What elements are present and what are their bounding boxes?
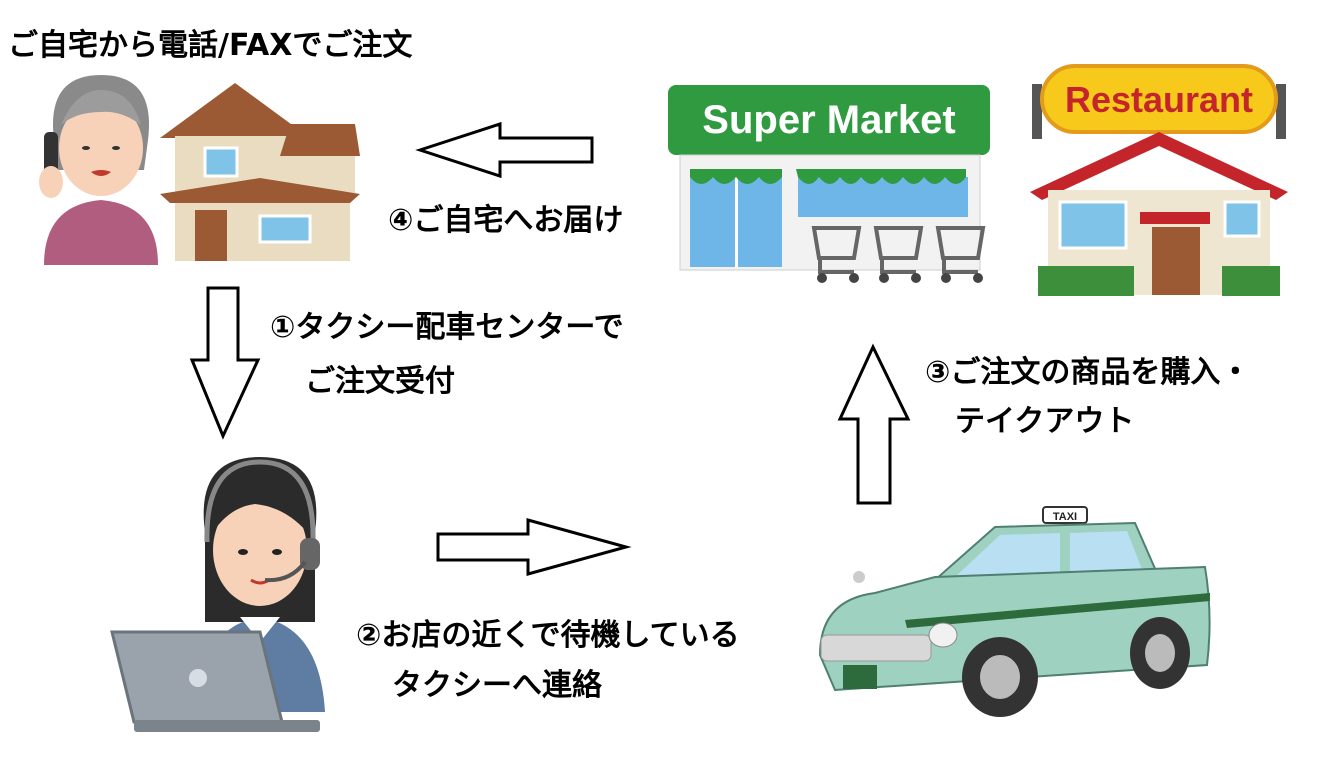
arrow-down-icon	[189, 286, 261, 440]
taxi-icon: TAXI	[815, 505, 1215, 720]
house-icon	[160, 78, 360, 263]
step1-label-line2: ご注文受付	[305, 364, 455, 399]
taxi-sign-text: TAXI	[1053, 511, 1077, 523]
restaurant-sign-text: Restaurant	[1065, 79, 1253, 120]
step2-label-line1: ②お店の近くで待機している	[356, 618, 740, 653]
step3-label-line1: ③ご注文の商品を購入・	[925, 355, 1251, 390]
shopping-cart-icon	[811, 218, 994, 286]
step1-label-line1: ①タクシー配車センターで	[270, 310, 624, 345]
arrow-right-icon	[436, 518, 632, 576]
step3-label-line2: テイクアウト	[955, 404, 1135, 439]
arrow-left-icon	[415, 121, 596, 179]
arrow-up-icon	[837, 343, 911, 505]
page-title: ご自宅から電話/FAXでご注文	[8, 28, 413, 63]
operator-headset-icon	[185, 452, 335, 712]
supermarket-icon: Super Market	[668, 85, 990, 285]
laptop-icon	[110, 630, 320, 734]
supermarket-sign-text: Super Market	[702, 98, 955, 142]
restaurant-icon: Restaurant	[1030, 62, 1288, 298]
step4-label: ④ご自宅へお届け	[388, 203, 624, 238]
step2-label-line2: タクシーへ連絡	[392, 668, 602, 703]
grandmother-phone-icon	[36, 70, 166, 265]
